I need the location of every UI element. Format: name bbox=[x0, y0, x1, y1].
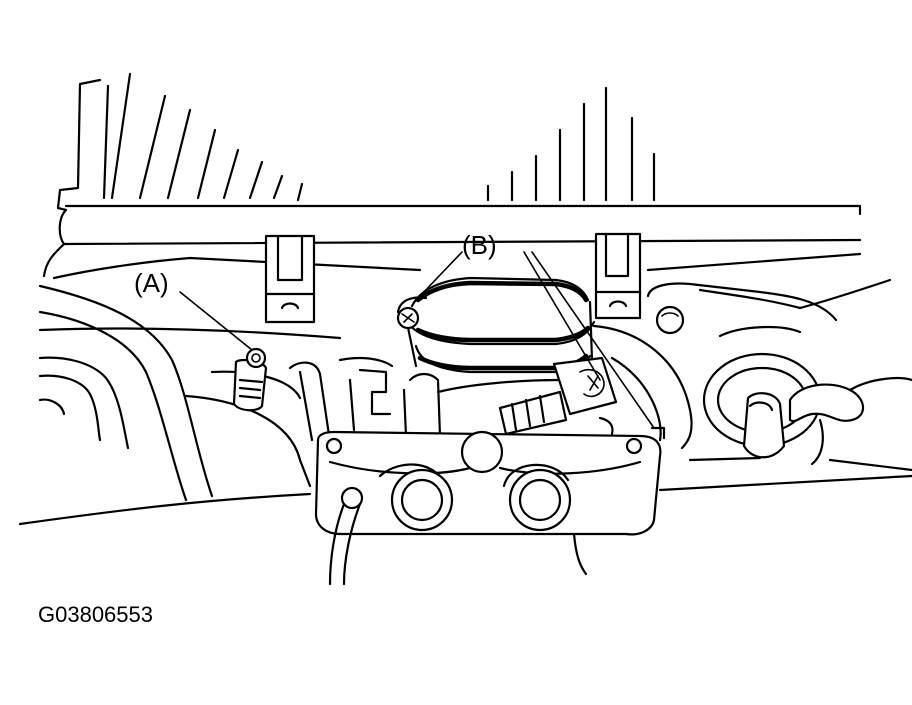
throttle-body bbox=[402, 356, 666, 440]
right-cooling-fins bbox=[486, 86, 656, 202]
figure-code: G03806553 bbox=[38, 602, 153, 627]
callout-label-b: (B) bbox=[462, 230, 497, 260]
mounting-bracket-left bbox=[264, 234, 316, 324]
intake-duct-corrugated bbox=[288, 356, 394, 444]
front-cover-housing bbox=[314, 430, 912, 586]
callout-leaders bbox=[179, 251, 655, 429]
air-intake-boot bbox=[396, 276, 596, 374]
left-hoses bbox=[18, 284, 342, 526]
intake-plenum bbox=[42, 204, 862, 280]
callout-label-a: (A) bbox=[134, 268, 169, 298]
left-cooling-fins bbox=[56, 72, 304, 212]
mounting-bracket-right bbox=[594, 232, 642, 320]
hose-clamp-a bbox=[232, 347, 268, 412]
right-side-components bbox=[592, 278, 912, 472]
